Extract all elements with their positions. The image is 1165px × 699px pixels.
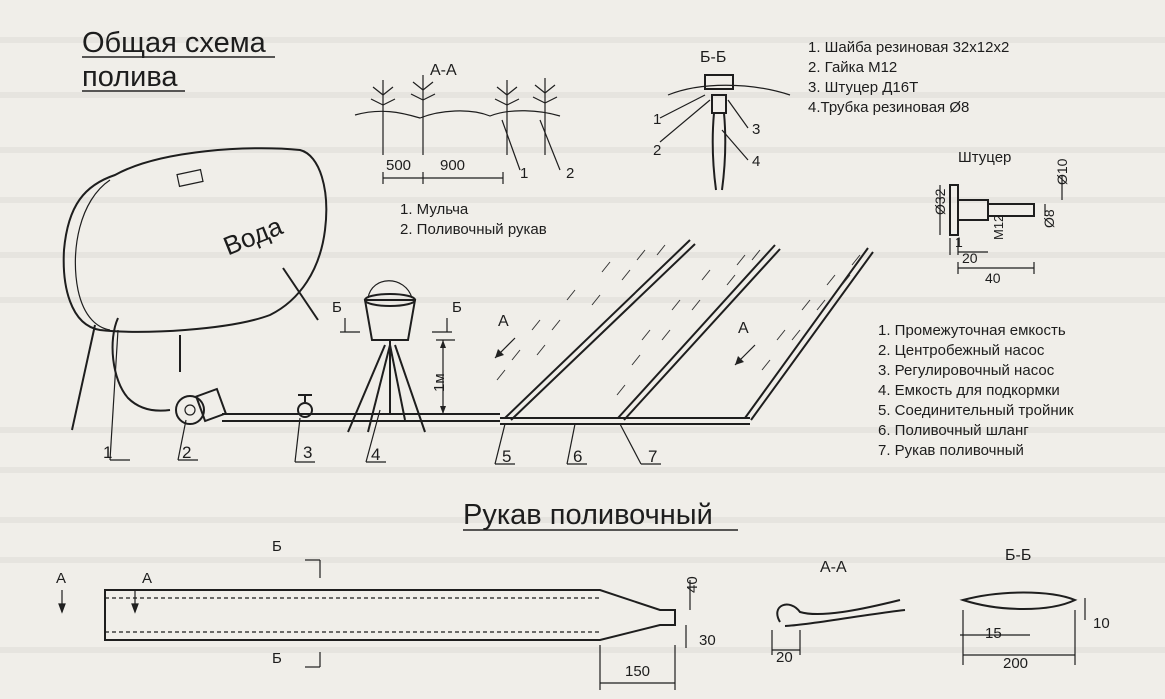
- main-pipeline: [111, 317, 750, 425]
- scheme-num-5: 5: [502, 447, 511, 466]
- fitting-drawing: [939, 175, 1063, 274]
- section-bb-top-label: Б-Б: [700, 49, 726, 66]
- system-legend-7: 7. Рукав поливочный: [878, 442, 1024, 459]
- scheme-num-2: 2: [182, 443, 191, 462]
- bb-num-4: 4: [752, 153, 760, 170]
- hose-marker-a-left: А: [56, 570, 66, 587]
- sprinkler-hoses: [504, 239, 874, 421]
- hose-section-bb-label: Б-Б: [1005, 547, 1031, 564]
- dim-500: 500: [386, 157, 411, 174]
- system-legend-5: 5. Соединительный тройник: [878, 402, 1074, 419]
- hose-drawing: [58, 559, 691, 690]
- system-legend-2: 2. Центробежный насос: [878, 342, 1045, 359]
- marker-b-right: Б: [452, 299, 462, 316]
- section-aa-top-label: А-А: [430, 62, 457, 79]
- parts-legend-1: 1. Шайба резиновая 32x12x2: [808, 39, 1009, 56]
- bb-dim-200: 200: [1003, 655, 1028, 672]
- fitting-l20: 20: [962, 250, 978, 266]
- marker-b-left: Б: [332, 299, 342, 316]
- hose-marker-a-right: А: [142, 570, 152, 587]
- bb-dim-10: 10: [1093, 615, 1110, 632]
- aa-legend-1: 1. Мульча: [400, 201, 469, 218]
- hose-dim-40: 40: [684, 576, 701, 593]
- fitting-d32: Ø32: [932, 188, 948, 215]
- scheme-num-7: 7: [648, 447, 657, 466]
- fitting-d10: Ø10: [1054, 158, 1070, 185]
- hose-marker-b-bottom: Б: [272, 650, 282, 667]
- hose-section-aa-label: А-А: [820, 559, 847, 576]
- aa-legend-2: 2. Поливочный рукав: [400, 221, 547, 238]
- section-aa-plants: [354, 75, 561, 184]
- aa-num-2: 2: [566, 165, 574, 182]
- system-legend-4: 4. Емкость для подкормки: [878, 382, 1060, 399]
- height-dimension: [436, 339, 455, 414]
- bb-dim-15: 15: [985, 625, 1002, 642]
- bb-num-3: 3: [752, 121, 760, 138]
- title-line2: полива: [82, 61, 178, 93]
- scheme-num-1: 1: [103, 443, 112, 462]
- hose-marker-b-top: Б: [272, 538, 282, 555]
- scheme-num-4: 4: [371, 445, 380, 464]
- hose-section-bb-drawing: [959, 591, 1086, 665]
- height-label: 1м: [431, 373, 448, 392]
- bb-num-2: 2: [653, 142, 661, 159]
- fitting-m12: М12: [991, 215, 1006, 240]
- scheme-callouts: [109, 329, 661, 465]
- hose-section-aa-drawing: [771, 599, 906, 655]
- title-line1: Общая схема: [82, 27, 267, 59]
- aa-dim-20: 20: [776, 649, 793, 666]
- section-bb-fitting: [659, 74, 791, 191]
- system-legend-1: 1. Промежуточная емкость: [878, 322, 1066, 339]
- scheme-num-6: 6: [573, 447, 582, 466]
- hose-dim-30: 30: [699, 632, 716, 649]
- parts-legend-3: 3. Штуцер Д16Т: [808, 79, 918, 96]
- fitting-title: Штуцер: [958, 149, 1011, 166]
- aa-num-1: 1: [520, 165, 528, 182]
- system-legend-3: 3. Регулировочный насос: [878, 362, 1055, 379]
- parts-legend-2: 2. Гайка М12: [808, 59, 897, 76]
- hose-dim-150: 150: [625, 663, 650, 680]
- fitting-d8: Ø8: [1041, 209, 1057, 228]
- marker-a-right: А: [738, 320, 749, 337]
- fertilizer-container: [347, 280, 426, 433]
- marker-a-left: А: [498, 313, 509, 330]
- fitting-l40: 40: [985, 270, 1001, 286]
- scheme-num-3: 3: [303, 443, 312, 462]
- hose-title: Рукав поливочный: [463, 499, 713, 531]
- fitting-l1: 1: [955, 234, 963, 250]
- parts-legend-4: 4.Трубка резиновая Ø8: [808, 99, 969, 116]
- system-legend-6: 6. Поливочный шланг: [878, 422, 1029, 439]
- dim-900: 900: [440, 157, 465, 174]
- water-tank: [62, 147, 328, 431]
- bb-num-1: 1: [653, 111, 661, 128]
- spray-arrows: [496, 244, 861, 396]
